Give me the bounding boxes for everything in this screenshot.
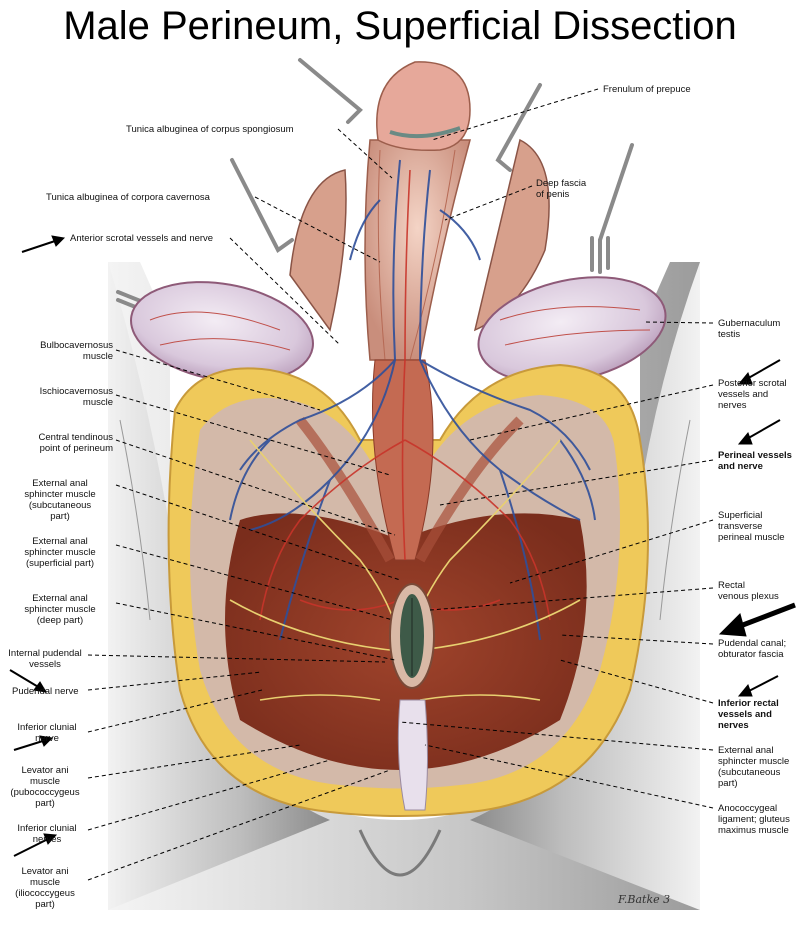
- label-tunica-albuginea-spongiosum: Tunica albuginea of corpus spongiosum: [126, 124, 294, 135]
- label-central-tendinous-point: Central tendinous point of perineum: [38, 432, 113, 454]
- label-pudendal-canal-obturator-fascia: Pudendal canal; obturator fascia: [718, 638, 787, 660]
- label-external-anal-sphincter-subcutaneous-right: External anal sphincter muscle (subcutan…: [718, 745, 790, 789]
- label-anococcygeal-ligament-gluteus-maximus: Anococcygeal ligament; gluteus maximus m…: [718, 803, 790, 836]
- label-external-anal-sphincter-superficial: External anal sphincter muscle (superfic…: [24, 536, 96, 569]
- label-gubernaculum-testis: Gubernaculum testis: [718, 318, 781, 340]
- artist-signature: F.Batke 3: [618, 893, 671, 906]
- anus: [389, 583, 435, 689]
- label-external-anal-sphincter-deep: External anal sphincter muscle (deep par…: [24, 593, 96, 626]
- label-ischiocavernosus-muscle: Ischiocavernosus muscle: [39, 386, 113, 408]
- label-inferior-clunial-nerve: Inferior clunial nerve: [17, 722, 77, 744]
- glans: [376, 61, 471, 152]
- label-external-anal-sphincter-subcutaneous-left: External anal sphincter muscle (subcutan…: [24, 478, 96, 522]
- label-bulbocavernosus-muscle: Bulbocavernosus muscle: [40, 340, 113, 362]
- label-posterior-scrotal-vessels: Posterior scrotal vessels and nerves: [718, 378, 787, 411]
- label-rectal-venous-plexus: Rectal venous plexus: [718, 580, 779, 602]
- label-levator-ani-pubococcygeus: Levator ani muscle (pubococcygeus part): [10, 765, 80, 809]
- pointer-arrows: [9, 235, 796, 857]
- penis-shaft: [364, 139, 471, 361]
- testis-left: [130, 281, 314, 383]
- label-internal-pudendal-vessels: Internal pudendal vessels: [8, 648, 82, 670]
- leader-lines: [87, 88, 714, 881]
- anococcygeal-ligament: [397, 699, 428, 811]
- label-inferior-rectal-vessels-and-nerves: Inferior rectal vessels and nerves: [718, 698, 779, 731]
- label-levator-ani-iliococcygeus: Levator ani muscle (iliococcygeus part): [15, 866, 75, 910]
- figure-title: Male Perineum, Superficial Dissection: [63, 4, 737, 48]
- label-pudendal-nerve: Pudendal nerve: [12, 686, 79, 697]
- label-frenulum-of-prepuce: Frenulum of prepuce: [603, 84, 691, 95]
- label-tunica-albuginea-cavernosa: Tunica albuginea of corpora cavernosa: [46, 192, 210, 203]
- label-anterior-scrotal-vessels: Anterior scrotal vessels and nerve: [70, 233, 214, 244]
- label-inferior-clunial-nerves: Inferior clunial nerves: [17, 823, 77, 845]
- arteries: [259, 169, 551, 621]
- label-deep-fascia-of-penis: Deep fascia of penis: [536, 178, 587, 200]
- label-perineal-vessels-and-nerve: Perineal vessels and nerve: [718, 450, 792, 472]
- label-superficial-transverse-perineal-muscle: Superficial transverse perineal muscle: [718, 510, 785, 543]
